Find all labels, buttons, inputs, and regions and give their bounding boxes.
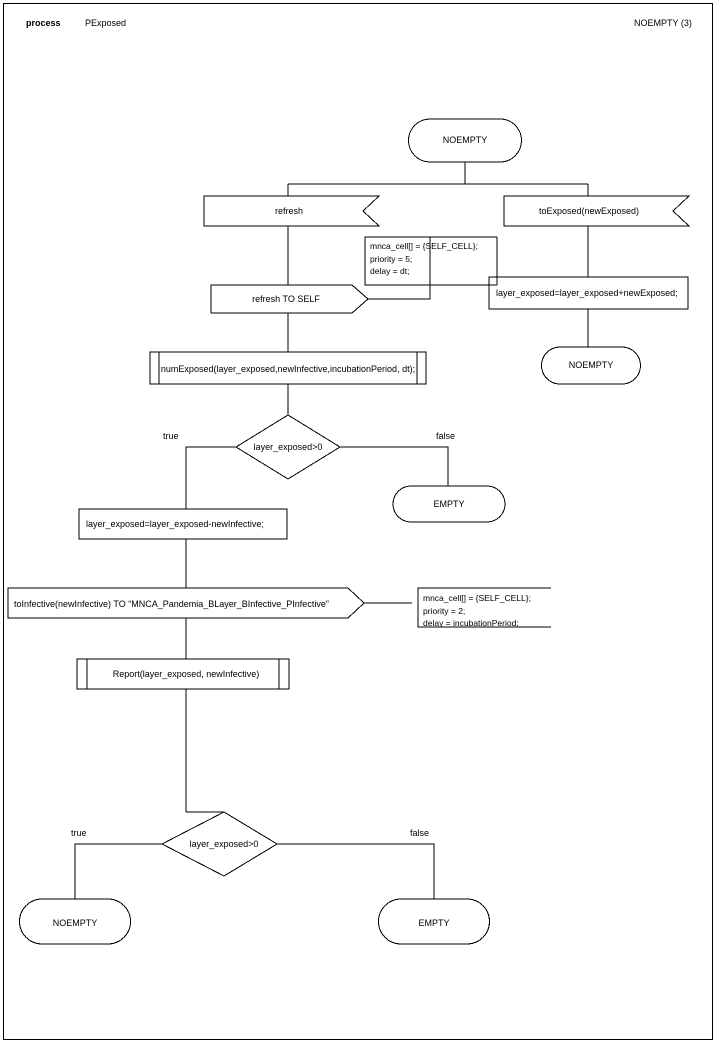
decision-bottom-label: layer_exposed>0 <box>189 839 259 849</box>
comment-refresh-line-1: mnca_cell[] = {SELF_CELL}; <box>370 241 478 251</box>
branch-label-top-true: true <box>163 431 179 441</box>
comment-refresh-line-2: priority = 5; <box>370 253 413 264</box>
output-refresh-to-self-shape <box>210 284 369 314</box>
edge-decision-top-true <box>185 446 236 509</box>
edge-comment-refresh-connector <box>368 237 431 300</box>
output-toinfective-shape <box>7 587 365 619</box>
edge-decision-bottom-true <box>74 843 162 899</box>
output-refresh-to-self-label: refresh TO SELF <box>252 294 320 304</box>
comment-toinfective: mnca_cell[] = {SELF_CELL}; priority = 2;… <box>423 592 531 630</box>
branch-label-bottom-false: false <box>410 828 430 838</box>
comment-refresh: mnca_cell[] = {SELF_CELL}; priority = 5;… <box>370 240 478 278</box>
decision-bottom-shape <box>160 811 278 877</box>
comment-toinfective-line-3: delay = incubationPeriod; <box>423 618 519 628</box>
task-add-exposed-label: layer_exposed=layer_exposed+newExposed; <box>496 288 678 298</box>
header-process-name: PExposed <box>85 18 127 28</box>
state-noempty-right-label: NOEMPTY <box>568 360 614 370</box>
state-empty-bottom-right-label: EMPTY <box>418 918 450 928</box>
comment-toinfective-line-2: priority = 2; <box>423 605 466 616</box>
comment-toinfective-line-1: mnca_cell[] = {SELF_CELL}; <box>423 593 531 603</box>
state-noempty-start-label: NOEMPTY <box>442 135 488 145</box>
state-noempty-right-shape <box>541 346 641 385</box>
state-empty-bottom-right-shape <box>378 898 490 945</box>
header-page-reference: NOEMPTY (3) <box>634 18 692 28</box>
state-noempty-start-shape <box>408 118 522 163</box>
input-toexposed-label: toExposed(newExposed) <box>538 206 640 216</box>
decision-top-label: layer_exposed>0 <box>253 442 323 452</box>
edge-decision-bottom-false <box>277 843 435 899</box>
state-noempty-bottom-left-label: NOEMPTY <box>52 918 98 928</box>
call-report-shape <box>76 658 290 690</box>
comment-refresh-line-3: delay = dt; <box>370 266 410 276</box>
page-border <box>3 3 713 1040</box>
branch-label-bottom-true: true <box>71 828 87 838</box>
state-empty-middle-label: EMPTY <box>433 499 465 509</box>
edge-decision-top-false <box>340 446 449 486</box>
state-empty-middle-shape <box>392 485 506 523</box>
state-noempty-bottom-left-shape <box>19 898 131 945</box>
input-toexposed-shape <box>503 195 691 227</box>
branch-label-top-false: false <box>436 431 456 441</box>
call-report-label: Report(layer_exposed, newInfective) <box>112 669 260 679</box>
input-refresh-label: refresh <box>274 206 303 216</box>
header-keyword: process <box>26 18 61 28</box>
decision-top-shape <box>235 414 341 480</box>
output-toinfective-label: toInfective(newInfective) TO “MNCA_Pande… <box>14 599 329 609</box>
task-sub-infective-label: layer_exposed=layer_exposed-newInfective… <box>86 519 264 529</box>
call-numexposed-label: numExposed(layer_exposed,newInfective,in… <box>160 364 416 374</box>
task-sub-infective-shape <box>78 508 288 540</box>
input-refresh-shape <box>203 195 381 227</box>
